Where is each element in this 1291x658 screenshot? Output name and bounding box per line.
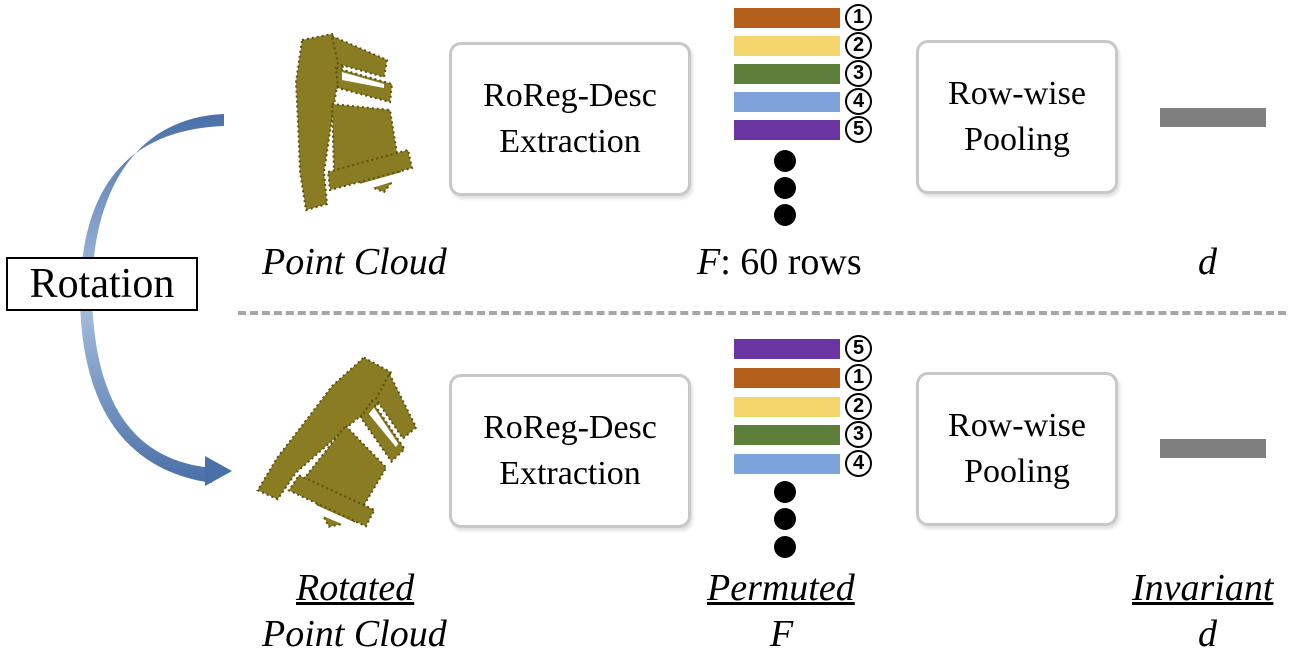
extraction-line2: Extraction (499, 455, 641, 492)
ellipsis-dot (774, 536, 796, 558)
rotated-point-cloud-image (256, 356, 418, 529)
feature-row-bar (734, 454, 840, 474)
row-number-badge: 4 (845, 88, 872, 115)
feature-row-bar (734, 36, 840, 56)
row-number-badge: 1 (845, 4, 872, 31)
row-number-badge: 5 (845, 116, 872, 143)
ellipsis-dot (774, 204, 796, 226)
row-number-badge: 3 (845, 60, 872, 87)
extraction-line1: RoReg-Desc (483, 409, 657, 446)
pooling-line1: Row-wise (948, 75, 1086, 112)
row-number-badge: 2 (845, 393, 872, 420)
row-number-badge: 3 (845, 421, 872, 448)
feature-row-bar (734, 425, 840, 445)
rotation-label: Rotation (6, 257, 198, 311)
label-permuted: Permuted (707, 567, 855, 609)
row-number-badge: 2 (845, 32, 872, 59)
label-d: d (1198, 613, 1217, 655)
feature-row-bar (734, 120, 840, 140)
row-number-badge: 5 (845, 335, 872, 362)
dashed-divider (238, 311, 1286, 315)
label-f: F (770, 613, 794, 655)
pooling-line1: Row-wise (948, 407, 1086, 444)
feature-row-bar (734, 64, 840, 84)
label-point-cloud: Point Cloud (262, 613, 447, 655)
roreg-desc-extraction-box: RoReg-Desc Extraction (449, 374, 691, 528)
feature-row-bar (734, 368, 840, 388)
label-invariant: Invariant (1132, 567, 1274, 609)
row-number-badge: 4 (845, 450, 872, 477)
pooling-line2: Pooling (964, 121, 1070, 158)
label-point-cloud: Point Cloud (262, 241, 447, 283)
pooling-line2: Pooling (964, 453, 1070, 490)
point-cloud-image (294, 32, 414, 212)
output-descriptor-bar (1160, 108, 1266, 127)
row-wise-pooling-box: Row-wise Pooling (916, 372, 1118, 526)
feature-row-bar (734, 92, 840, 112)
label-d: d (1198, 241, 1217, 283)
output-descriptor-bar (1160, 439, 1266, 458)
row-wise-pooling-box: Row-wise Pooling (916, 40, 1118, 194)
label-f-suffix: : 60 rows (720, 241, 862, 283)
ellipsis-dot (774, 150, 796, 172)
rotation-arrow (80, 114, 232, 486)
label-rotated: Rotated (296, 567, 415, 609)
feature-row-bar (734, 8, 840, 28)
ellipsis-dot (774, 508, 796, 530)
label-f: F (697, 241, 721, 283)
label-feature-rows: F: 60 rows (697, 240, 862, 284)
row-number-badge: 1 (845, 364, 872, 391)
feature-row-bar (734, 339, 840, 359)
roreg-desc-extraction-box: RoReg-Desc Extraction (449, 42, 691, 196)
feature-row-bar (734, 397, 840, 417)
extraction-line1: RoReg-Desc (483, 77, 657, 114)
ellipsis-dot (774, 481, 796, 503)
extraction-line2: Extraction (499, 123, 641, 160)
ellipsis-dot (774, 177, 796, 199)
